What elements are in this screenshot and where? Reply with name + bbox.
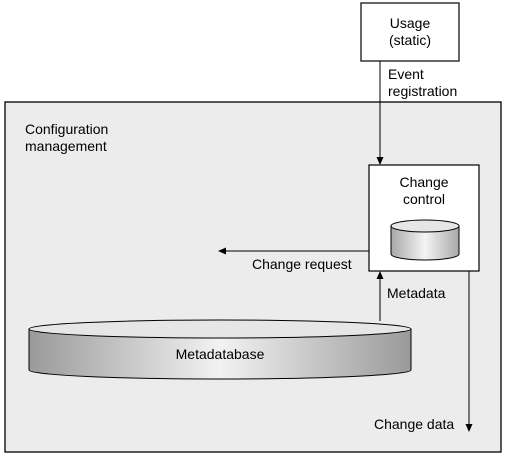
metadatabase-cylinder	[28, 319, 412, 380]
change-data-label: Change data	[374, 416, 455, 432]
metadatabase-label: Metadatabase	[175, 346, 265, 362]
change-control-line2: control	[402, 191, 446, 207]
change-control-box	[368, 164, 480, 272]
change-control-label: Change control	[369, 174, 479, 208]
usage-box	[360, 2, 460, 62]
event-registration-line1: Event	[388, 66, 424, 82]
configuration-management-label: Configuration management	[25, 121, 108, 155]
event-registration-line2: registration	[388, 83, 458, 99]
configuration-management-line1: Configuration	[25, 121, 109, 137]
configuration-management-region	[4, 101, 502, 453]
change-control-line1: Change	[399, 174, 449, 190]
usage-label-line1: Usage	[389, 15, 431, 31]
usage-label: Usage (static)	[361, 15, 459, 49]
change-request-label: Change request	[252, 256, 352, 272]
change-control-storage-cylinder	[390, 219, 460, 261]
usage-label-line2: (static)	[389, 32, 431, 48]
metadata-label: Metadata	[387, 285, 446, 301]
event-registration-label: Event registration	[388, 66, 457, 100]
configuration-management-line2: management	[25, 138, 107, 154]
